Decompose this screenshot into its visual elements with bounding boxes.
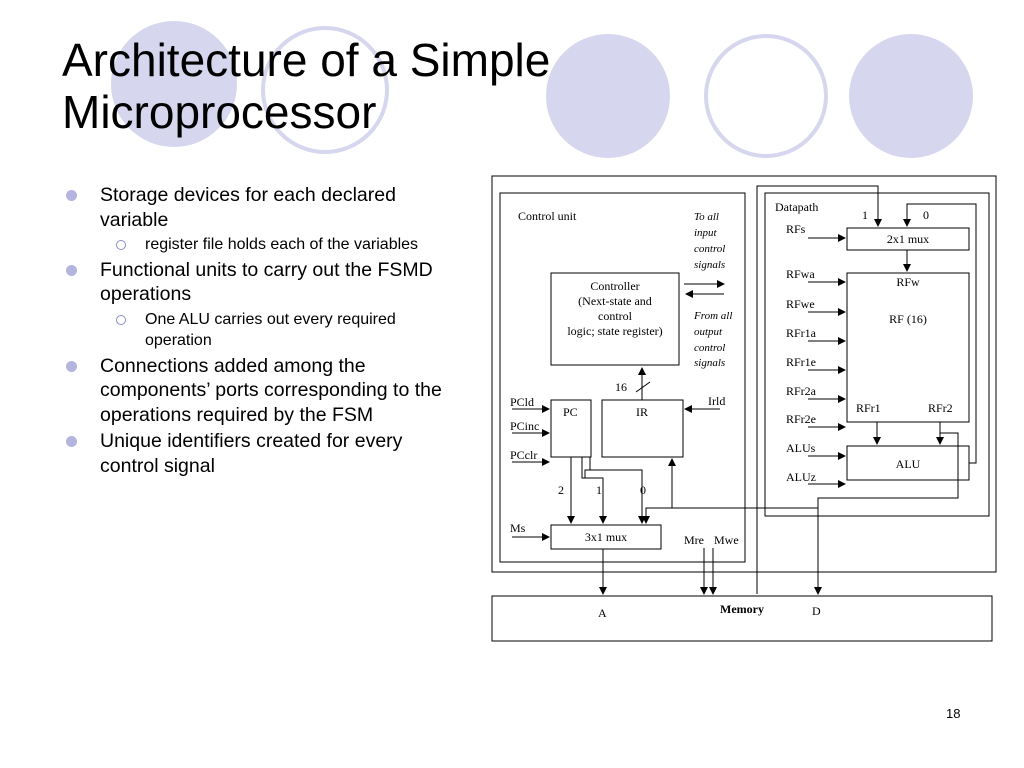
sub-bullet-item: One ALU carries out every required opera… <box>64 309 464 352</box>
sub-bullet-item: register file holds each of the variable… <box>64 234 464 256</box>
alus-label: ALUs <box>786 441 816 455</box>
aluz-label: ALUz <box>786 470 816 484</box>
controller-line-3: control <box>598 309 633 323</box>
title-line-2: Microprocessor <box>62 86 377 138</box>
memory-box <box>491 595 993 642</box>
rfr1a-label: RFr1a <box>786 326 817 340</box>
mux-input-2-label: 2 <box>558 483 564 497</box>
bullet-text: Connections added among the components’ … <box>100 354 442 426</box>
memory-a-label: A <box>598 606 607 620</box>
bullet-item: Storage devices for each declared variab… <box>64 183 464 232</box>
deco-circle-filled <box>546 34 670 158</box>
controller-line-4: logic; state register) <box>567 324 662 338</box>
ms-label: Ms <box>510 521 526 535</box>
rfr2-to-memory <box>814 432 959 595</box>
rfr2a-label: RFr2a <box>786 384 817 398</box>
rfr1-label: RFr1 <box>856 401 881 415</box>
memory-label: Memory <box>720 602 764 616</box>
rfwe-label: RFwe <box>786 297 815 311</box>
page-number: 18 <box>946 706 961 721</box>
to-all-line-1: To all <box>694 211 719 223</box>
alu-label: ALU <box>896 457 921 471</box>
processor-frame <box>491 175 997 573</box>
rfwa-label: RFwa <box>786 267 815 281</box>
bullet-text: Unique identifiers created for every con… <box>100 430 403 477</box>
title-line-1: Architecture of a Simple <box>62 34 551 86</box>
to-all-line-3: control <box>694 243 725 255</box>
sub-bullet-ring-icon <box>116 240 126 250</box>
mre-label: Mre <box>684 533 704 547</box>
rfr2-label: RFr2 <box>928 401 953 415</box>
alu-to-mux2 <box>903 203 977 464</box>
pc-to-mux-1 <box>581 457 607 524</box>
control-unit-label: Control unit <box>518 209 577 223</box>
data-bus-to-mux2 <box>756 185 882 594</box>
datapath-label: Datapath <box>775 200 818 214</box>
deco-circle-ring <box>261 26 389 154</box>
controller-box <box>550 272 680 366</box>
ir-label: IR <box>636 405 648 419</box>
mux2-label: 2x1 mux <box>887 232 929 246</box>
bullet-dot-icon <box>66 190 77 201</box>
to-all-line-2: input <box>694 227 718 239</box>
controller-line-2: (Next-state and <box>578 294 652 308</box>
mux3-label: 3x1 mux <box>585 530 627 544</box>
pcclr-label: PCclr <box>510 448 537 462</box>
mux2-box <box>846 227 970 251</box>
deco-circle-ring <box>704 34 828 158</box>
datapath-to-mux <box>642 502 819 524</box>
mux3-box <box>550 524 662 550</box>
bullet-dot-icon <box>66 436 77 447</box>
rfs-label: RFs <box>786 222 806 236</box>
sub-bullet-ring-icon <box>116 314 126 325</box>
to-all-line-4: signals <box>694 259 725 271</box>
deco-circle-filled <box>849 34 973 158</box>
irld-label: Irld <box>708 394 725 408</box>
rfr2e-label: RFr2e <box>786 412 816 426</box>
sub-bullet-text: register file holds each of the variable… <box>145 236 419 253</box>
controller-line-1: Controller <box>590 279 639 293</box>
memory-d-label: D <box>812 604 821 618</box>
mux-input-1-label: 1 <box>596 483 602 497</box>
bullet-dot-icon <box>66 264 77 276</box>
bullet-text: Functional units to carry out the FSMD o… <box>100 258 433 306</box>
pc-label: PC <box>563 405 578 419</box>
ir-to-mux-0 <box>584 469 646 524</box>
from-all-line-1: From all <box>693 310 732 322</box>
datapath-box <box>764 192 990 517</box>
rfw-label: RFw <box>896 275 920 289</box>
register-file-box <box>846 272 970 423</box>
mwe-label: Mwe <box>714 533 739 547</box>
from-all-line-2: output <box>694 326 723 338</box>
sub-bullet-text: One ALU carries out every required opera… <box>145 310 396 350</box>
rfr1e-label: RFr1e <box>786 355 816 369</box>
deco-circle-filled <box>111 21 237 147</box>
bullet-dot-icon <box>66 360 77 372</box>
mux2-input-1-label: 1 <box>862 208 868 222</box>
rf-label: RF (16) <box>889 312 927 326</box>
decorative-circles <box>111 21 973 158</box>
mux-input-0-label: 0 <box>640 483 646 497</box>
bus-width-label: 16 <box>615 380 627 394</box>
bullet-text: Storage devices for each declared variab… <box>100 184 396 231</box>
mux2-input-0-label: 0 <box>923 208 929 222</box>
bullet-item: Functional units to carry out the FSMD o… <box>64 258 464 307</box>
control-unit-box <box>499 192 746 563</box>
bus-slash <box>635 381 651 393</box>
bullet-item: Connections added among the components’ … <box>64 354 464 428</box>
from-all-line-4: signals <box>694 357 725 369</box>
pcld-label: PCld <box>510 395 534 409</box>
bullet-item: Unique identifiers created for every con… <box>64 429 464 478</box>
bullet-list: Storage devices for each declared variab… <box>64 183 464 480</box>
from-all-line-3: control <box>694 342 725 354</box>
slide-title: Architecture of a Simple Microprocessor <box>62 34 762 138</box>
pcinc-label: PCinc <box>510 419 539 433</box>
